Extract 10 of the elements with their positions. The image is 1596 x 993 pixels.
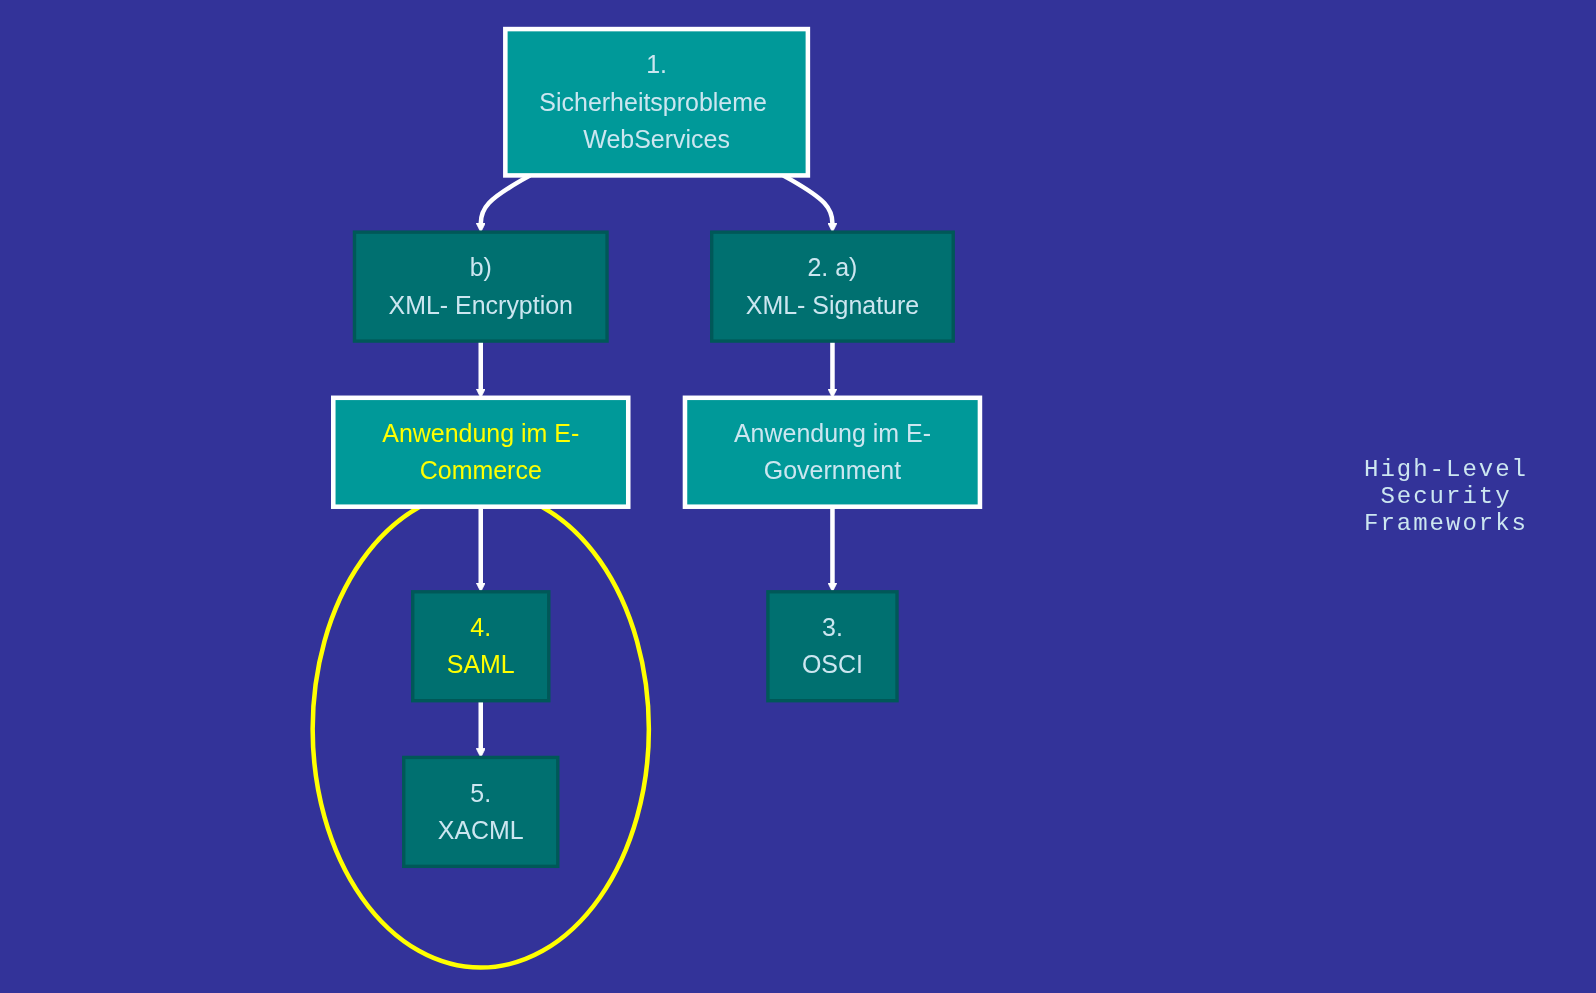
node-box: 3. OSCI bbox=[766, 589, 899, 703]
node-box: 4. SAML bbox=[411, 589, 551, 703]
node-box: b) XML- Encryption bbox=[352, 230, 609, 343]
arrow bbox=[475, 700, 486, 758]
node-box: Anwendung im E-Government bbox=[682, 395, 983, 509]
node-box: 2. a) XML- Signature bbox=[710, 230, 955, 343]
node-box: Anwendung im E-Commerce bbox=[331, 395, 631, 509]
node-box: 1. Sicherheitsprobleme WebServices bbox=[503, 26, 811, 178]
node-box: 5. XACML bbox=[402, 755, 560, 868]
note-text: High-Level Security Frameworks bbox=[1363, 456, 1529, 537]
